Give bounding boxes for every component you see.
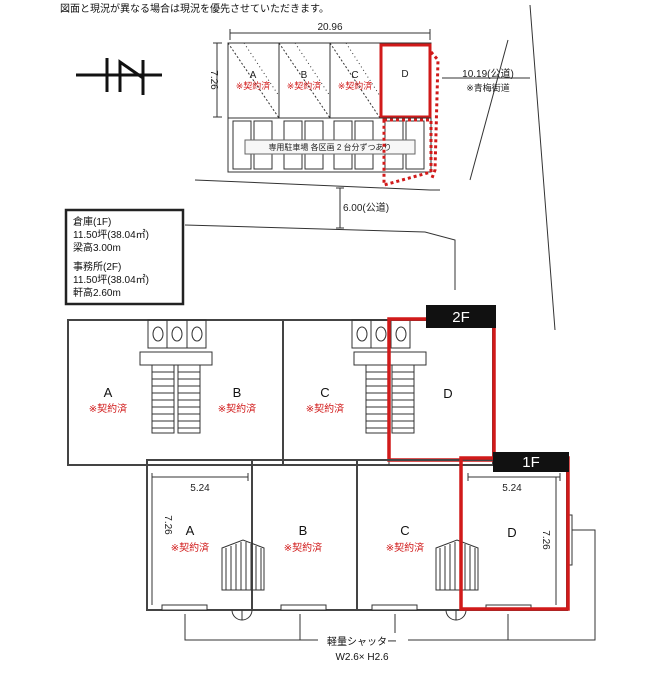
floor1-unit-b-status: ※契約済 <box>284 541 322 554</box>
east-road-label: 10.19(公道) <box>462 67 514 80</box>
shutter-title: 軽量シャッター <box>327 636 397 648</box>
floor1-tag-text: 1F <box>522 454 540 471</box>
floor2-unit-d-label: D <box>443 386 452 401</box>
floor1-unit-b-label: B <box>299 523 308 538</box>
garage-height: 梁高3.00m <box>73 241 121 254</box>
floor1-unit-c-status: ※契約済 <box>386 541 424 554</box>
floor1-plan: 5.24 5.24 7.26 7.26 A ※契約済 B ※契約済 C ※契約済… <box>146 452 596 663</box>
site-unit-c-status: ※契約済 <box>338 80 373 91</box>
floor2-unit-b-status: ※契約済 <box>218 402 256 415</box>
floor2-plan: A ※契約済 B ※契約済 C ※契約済 D 2F <box>67 305 496 466</box>
floor2-unit-c-label: C <box>320 385 329 400</box>
floor1-unit-a-label: A <box>186 523 195 538</box>
floor2-tag-text: 2F <box>452 309 470 326</box>
floor1-unit-c-label: C <box>400 523 409 538</box>
floor1-unit-d-label: D <box>507 525 516 540</box>
floor1-depth-dim-d: 7.26 <box>540 530 551 550</box>
floor2-unit-d-highlight <box>387 317 496 462</box>
floor2-unit-a-status: ※契約済 <box>89 402 127 415</box>
floor1-width-dim-d: 5.24 <box>502 483 522 494</box>
info-box: 倉庫(1F) 11.50坪(38.04㎡) 梁高3.00m 事務所(2F) 11… <box>64 208 185 306</box>
floor2-unit-c-status: ※契約済 <box>306 402 344 415</box>
east-road-note: ※青梅街道 <box>466 82 510 93</box>
site-unit-a-status: ※契約済 <box>236 80 271 91</box>
floor1-depth-dim-a: 7.26 <box>162 515 173 535</box>
site-unit-b-label: B <box>301 70 308 81</box>
site-plan: 20.96 7.26 A ※契約済 B ※契約済 C ※契約済 D <box>184 4 556 331</box>
site-depth-dim: 7.26 <box>208 70 219 90</box>
parking-note: 専用駐車場 各区画 2 台分ずつあり <box>268 142 391 152</box>
floor1-width-dim-a: 5.24 <box>190 483 210 494</box>
site-unit-d-label: D <box>401 69 408 80</box>
site-unit-a-label: A <box>250 70 257 81</box>
north-arrow-icon <box>76 58 162 95</box>
office-title: 事務所(2F) <box>73 260 121 273</box>
office-height: 軒高2.60m <box>73 286 121 299</box>
site-width-dim: 20.96 <box>317 22 342 33</box>
floor1-tag <box>493 452 569 472</box>
shutter-size: W2.6× H2.6 <box>335 652 389 663</box>
site-unit-d-highlight <box>379 43 432 119</box>
floor1-unit-a-status: ※契約済 <box>171 541 209 554</box>
floor2-tag <box>426 305 496 328</box>
site-unit-c-label: C <box>351 70 358 81</box>
notice-text: 図面と現況が異なる場合は現況を優先させていただきます。 <box>60 2 329 15</box>
site-unit-b-status: ※契約済 <box>287 80 322 91</box>
office-area: 11.50坪(38.04㎡) <box>73 273 149 286</box>
south-road-label: 6.00(公道) <box>343 201 389 214</box>
floor2-unit-a-label: A <box>104 385 113 400</box>
garage-title: 倉庫(1F) <box>73 215 111 228</box>
garage-area: 11.50坪(38.04㎡) <box>73 228 149 241</box>
floor2-unit-b-label: B <box>233 385 242 400</box>
site-unit-d-parking <box>382 118 433 187</box>
